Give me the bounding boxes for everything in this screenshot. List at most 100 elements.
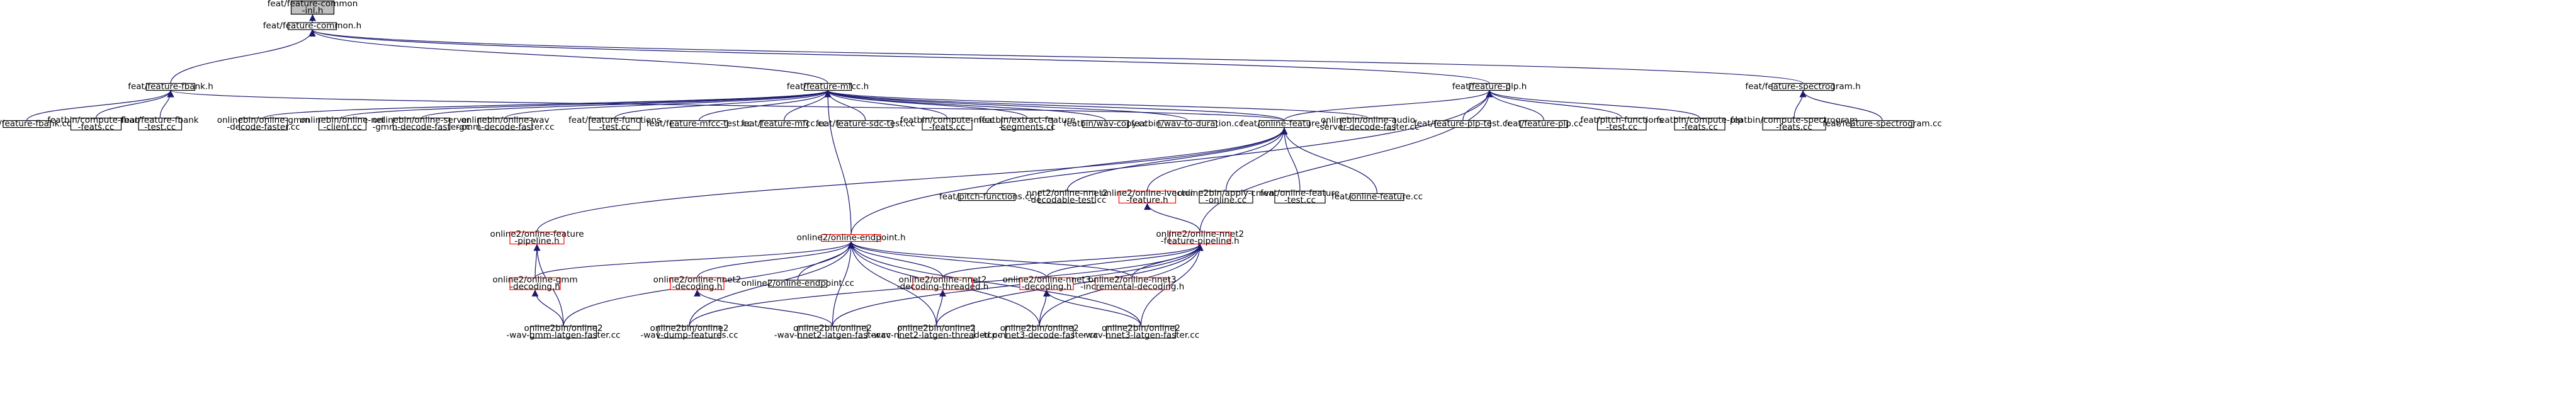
node-box [797, 326, 868, 339]
node-feature-functions-test[interactable]: feat/feature-functions-test.cc [568, 115, 661, 132]
node-tcp-nnet3-decode-faster[interactable]: online2bin/online2-tcp-nnet3-decode-fast… [981, 324, 1099, 341]
node-label: -feats.cc [1776, 122, 1812, 132]
edge-online-feature-pipeline-to-online-feature-h [536, 127, 1288, 232]
node-label: -inl.h [302, 6, 324, 16]
edge-online-gmm-decode-faster-to-feature-mfcc [263, 89, 831, 119]
node-label: -gmm-decode-faster.cc [456, 122, 554, 132]
node-label: onlinebin/online-wav [461, 115, 550, 125]
edge-wav-gmm-latgen-faster-to-online-gmm-decoding [531, 289, 564, 327]
edge-feature-spectrogram-to-feature-common [309, 29, 1804, 84]
node-online-feature-test[interactable]: feat/online-feature-test.cc [1260, 188, 1340, 205]
node-wav-copy[interactable]: featbin/wav-copy.cc [1064, 119, 1148, 129]
node-online-nnet3-incremental[interactable]: online2/online-nnet3-incremental-decodin… [1080, 275, 1184, 292]
node-feature-fbank-test[interactable]: feat/feature-fbank-test.cc [121, 115, 199, 132]
node-label: -wav-nnet2-latgen-threaded.cc [871, 331, 1002, 341]
node-label: online2bin/online2 [650, 324, 729, 334]
node-label: featbin/compute-spectrogram [1731, 115, 1858, 125]
node-apply-cmvn-online[interactable]: online2bin/apply-cmvn-online.cc [1177, 188, 1274, 205]
node-online-nnet2-decodable-test[interactable]: nnet2/online-nnet2-decodable-test.cc [1026, 188, 1107, 205]
node-online-feature-h[interactable]: feat/online-feature.h [1241, 119, 1328, 129]
node-feature-mfcc[interactable]: feat/feature-mfcc.h [787, 82, 869, 92]
node-feature-plp[interactable]: feat/feature-plp.h [1452, 82, 1527, 92]
node-box [1469, 82, 1510, 91]
node-feature-fbank[interactable]: feat/feature-fbank.h [128, 82, 213, 92]
node-compute-plp-feats[interactable]: featbin/compute-plp-feats.cc [1656, 115, 1743, 132]
node-box [803, 82, 852, 91]
node-online-gmm-decode-faster[interactable]: onlinebin/online-gmm-decode-faster.cc [217, 115, 310, 132]
node-wav-nnet2-latgen-faster[interactable]: online2bin/online2-wav-nnet2-latgen-fast… [774, 324, 891, 341]
node-online-nnet2-decoding[interactable]: online2/online-nnet2-decoding.h [653, 275, 742, 292]
node-wav-to-duration[interactable]: featbin/wav-to-duration.cc [1131, 119, 1243, 129]
node-feature-fbank-cc[interactable]: feat/feature-fbank.cc [0, 119, 71, 129]
node-compute-fbank-feats[interactable]: featbin/compute-fbank-feats.cc [47, 115, 145, 132]
node-online-endpoint-cc[interactable]: online2/online-endpoint.cc [742, 278, 854, 288]
edge-apply-cmvn-online-to-online-feature-h [1225, 127, 1288, 191]
node-online-endpoint-h[interactable]: online2/online-endpoint.h [796, 233, 905, 243]
node-label: -tcp-nnet3-decode-faster.cc [981, 331, 1099, 341]
node-wav-nnet3-latgen-faster[interactable]: online2bin/online2-wav-nnet3-latgen-fast… [1083, 324, 1200, 341]
node-compute-mfcc-feats[interactable]: featbin/compute-mfcc-feats.cc [900, 115, 994, 132]
node-compute-spectrogram-feats[interactable]: featbin/compute-spectrogram-feats.cc [1731, 115, 1858, 132]
edge-online-nnet2-decoding-to-online-endpoint-h [696, 241, 855, 278]
node-wav-gmm-latgen-faster[interactable]: online2bin/online2-wav-gmm-latgen-faster… [506, 324, 620, 341]
node-label: online2/online-nnet3 [1088, 275, 1177, 285]
node-box [290, 0, 335, 15]
node-box [1158, 120, 1217, 128]
node-online-nnet2-feature-pipeline[interactable]: online2/online-nnet2-feature-pipeline.h [1156, 229, 1244, 246]
edge-wav-nnet3-latgen-faster-to-online-nnet3-decoding [1043, 289, 1142, 327]
node-label: online2/online-nnet2 [653, 275, 742, 285]
edge-online-gmm-decoding-to-online-endpoint-h [534, 241, 855, 278]
edge-online-nnet3-decoding-to-online-endpoint-h [847, 241, 1048, 278]
node-feature-spectrogram-cc[interactable]: feat/feature-spectrogram.cc [1822, 119, 1942, 129]
node-online-server-gmm[interactable]: onlinebin/online-server-gmm-decode-faste… [372, 115, 470, 132]
edge-wav-nnet2-latgen-faster-to-online-endpoint-h [832, 241, 855, 327]
node-box [1674, 117, 1726, 131]
node-label: -incremental-decoding.h [1080, 282, 1184, 292]
node-box [589, 117, 641, 131]
node-pitch-functions-test[interactable]: feat/pitch-functions-test.cc [1580, 115, 1663, 132]
node-feature-common[interactable]: feat/feature-common.h [263, 21, 361, 31]
node-box [1118, 190, 1177, 204]
node-label: featbin/wav-to-duration.cc [1131, 119, 1243, 129]
edge-feature-plp-test-to-feature-plp [1462, 90, 1493, 121]
node-online-nnet2-decoding-threaded[interactable]: online2/online-nnet2-decoding-threaded.h [897, 275, 989, 292]
node-label: -feature-pipeline.h [1161, 236, 1240, 246]
node-label: -test.cc [1284, 195, 1316, 205]
node-wav-dump-features[interactable]: online2bin/online2-wav-dump-features.cc [640, 324, 738, 341]
node-label: -gmm-decode-faster.cc [372, 122, 470, 132]
node-online-feature-pipeline[interactable]: online2/online-feature-pipeline.h [490, 229, 584, 246]
node-label: online2bin/online2 [793, 324, 872, 334]
node-online-feature-cc[interactable]: feat/online-feature.cc [1331, 192, 1423, 202]
node-label: online2/online-nnet3 [1003, 275, 1091, 285]
node-label: feat/feature-fbank [121, 115, 199, 125]
node-feature-sdc-test[interactable]: feat/feature-sdc-test.cc [816, 119, 915, 129]
node-feature-spectrogram[interactable]: feat/feature-spectrogram.h [1745, 82, 1860, 92]
node-box [670, 120, 728, 128]
node-box [145, 82, 196, 91]
node-pitch-functions-cc[interactable]: feat/pitch-functions.cc [939, 192, 1034, 202]
node-extract-feature-segments[interactable]: featbin/extract-feature-segments.cc [979, 115, 1076, 132]
node-label: -decoding.h [672, 282, 723, 292]
node-box [287, 22, 337, 30]
node-feature-mfcc-cc[interactable]: feat/feature-mfcc.cc [741, 119, 827, 129]
node-online-gmm-decoding[interactable]: online2/online-gmm-decoding.h [492, 275, 577, 292]
node-label: feat/feature-plp.h [1452, 82, 1527, 92]
node-label: online2/online-gmm [492, 275, 577, 285]
node-feature-plp-cc[interactable]: feat/feature-plp.cc [1505, 119, 1583, 129]
node-label: -test.cc [599, 122, 631, 132]
node-online-nnet3-decoding[interactable]: online2/online-nnet3-decoding.h [1003, 275, 1091, 292]
node-label: feat/feature-functions [568, 115, 661, 125]
node-label: -wav-nnet2-latgen-faster.cc [774, 331, 891, 341]
node-online-audio-server[interactable]: onlinebin/online-audio-server-decode-fas… [1316, 115, 1419, 132]
node-box [1771, 82, 1834, 91]
node-feature-plp-test[interactable]: feat/feature-plp-test.cc [1414, 119, 1512, 129]
node-online-ivector-feature[interactable]: online2/online-ivector-feature.h [1101, 188, 1194, 205]
node-online-wav-gmm[interactable]: onlinebin/online-wav-gmm-decode-faster.c… [456, 115, 554, 132]
node-wav-nnet2-latgen-threaded[interactable]: online2bin/online2-wav-nnet2-latgen-thre… [871, 324, 1002, 341]
node-feature-mfcc-test[interactable]: feat/feature-mfcc-test.cc [647, 119, 752, 129]
node-online-net-client[interactable]: onlinebin/online-net-client.cc [300, 115, 385, 132]
node-label: -wav-gmm-latgen-faster.cc [506, 331, 620, 341]
edge-pitch-functions-test-to-feature-plp [1486, 90, 1622, 118]
edge-wav-nnet2-latgen-faster-to-online-nnet2-decoding [694, 289, 833, 327]
node-feature-common-inl[interactable]: feat/feature-common-inl.h [268, 0, 358, 16]
